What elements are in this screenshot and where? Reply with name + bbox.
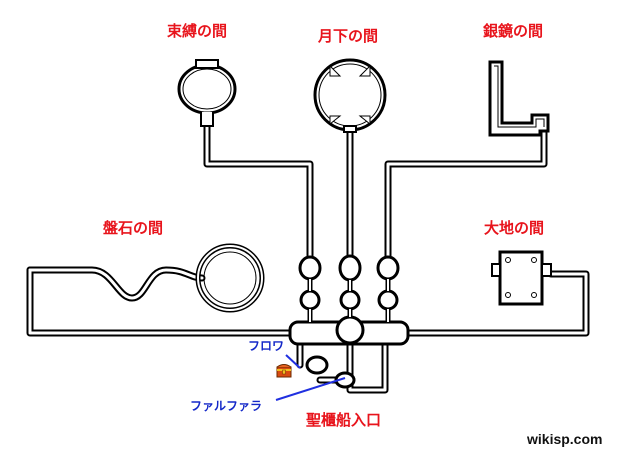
treasure-chest-icon: [276, 364, 292, 378]
room-silver-mirror-shape: [488, 60, 550, 137]
room-moonlight-shape: [313, 58, 387, 133]
room-binding-shape: [177, 59, 237, 127]
room-label-silver-mirror: 銀鏡の間: [483, 22, 544, 40]
falfarra-pointer-line: [275, 377, 346, 401]
room-label-moonlight: 月下の間: [318, 27, 379, 45]
corridor-paths: [26, 122, 590, 394]
marker-label-falfarra: ファルファラ: [190, 399, 263, 413]
hub-chambers: [288, 254, 410, 389]
room-boulder-shape: [195, 243, 265, 313]
room-label-binding: 束縛の間: [167, 22, 228, 40]
room-label-earth: 大地の間: [484, 219, 545, 237]
room-label-boulder: 盤石の間: [103, 219, 164, 237]
hub-connectors-inner: [309, 279, 389, 322]
flowa-pointer-line: [285, 354, 301, 369]
entrance-label: 聖櫃船入口: [306, 411, 382, 429]
marker-pointers: [275, 354, 346, 401]
watermark: wikisp.com: [527, 431, 603, 447]
room-earth-shape: [491, 250, 552, 306]
marker-label-flowa: フロワ: [248, 339, 285, 353]
